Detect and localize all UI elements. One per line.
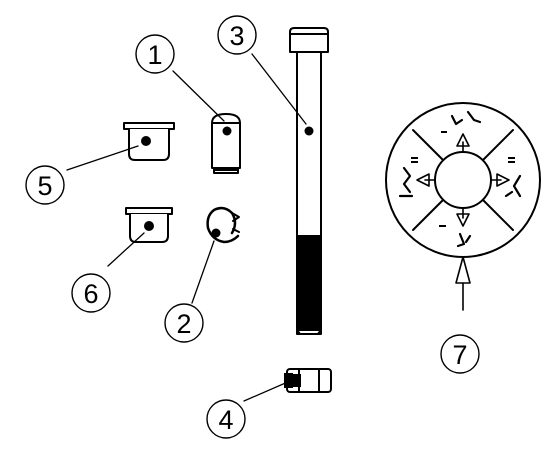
direction-decal-icon <box>385 102 541 311</box>
leader-3 <box>251 53 307 125</box>
long-bolt-icon <box>289 27 329 335</box>
callout-6: 6 <box>71 273 111 313</box>
callout-3: 3 <box>217 15 257 55</box>
callout-label: 1 <box>147 40 162 70</box>
clevis-pin-icon <box>211 113 241 174</box>
leader-1 <box>172 70 225 122</box>
flanged-bushing-icon <box>123 122 175 161</box>
callout-label: 7 <box>452 340 467 370</box>
leader-5 <box>66 145 139 171</box>
leader-4 <box>243 380 291 402</box>
hex-nut-icon <box>284 368 332 393</box>
callout-4: 4 <box>206 399 246 439</box>
callout-label: 5 <box>37 171 52 201</box>
leader-2 <box>191 240 215 304</box>
callout-label: 4 <box>218 405 233 435</box>
callout-1: 1 <box>135 34 175 74</box>
callout-label: 2 <box>176 309 191 339</box>
callout-2: 2 <box>164 303 204 343</box>
leader-6 <box>107 232 145 267</box>
callout-label: 6 <box>83 279 98 309</box>
callout-7: 7 <box>440 334 480 374</box>
leader-lines <box>66 53 307 402</box>
callout-label: 3 <box>229 21 244 51</box>
e-clip-icon <box>206 206 240 244</box>
callout-5: 5 <box>25 165 65 205</box>
flanged-bushing-small-icon <box>125 207 173 243</box>
